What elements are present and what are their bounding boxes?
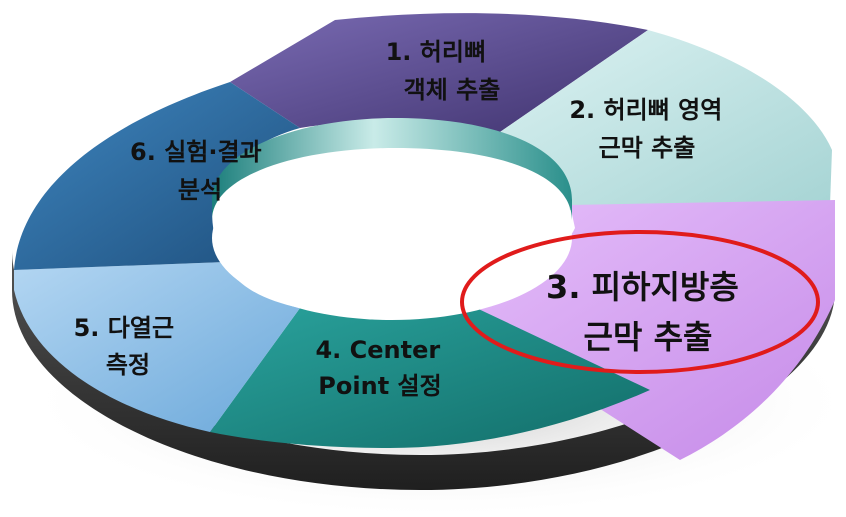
step2-line2: 근막 추출 [599, 134, 696, 162]
step5-line1: 5. 다열근 [74, 314, 174, 342]
segment-step6 [14, 82, 300, 270]
ring-inner-wall [212, 118, 572, 220]
step4-label: 4. Center Point 설정 [315, 336, 448, 400]
segment-step3 [430, 200, 835, 460]
step1-line2: 객체 추출 [404, 76, 501, 104]
step5-label: 5. 다열근 측정 [74, 314, 183, 379]
step6-line1: 6. 실험·결과 [130, 138, 262, 166]
segment-step2 [500, 30, 832, 210]
segment-step1 [230, 13, 648, 132]
highlight-ellipse [460, 230, 820, 374]
ring-hole [212, 156, 572, 320]
segment-step4 [210, 305, 650, 448]
step3-line1: 3. 피하지방층 [546, 268, 739, 306]
step6-line2: 분석 [178, 176, 222, 204]
step4-line2: Point 설정 [318, 372, 441, 400]
step4-line1: 4. Center [315, 336, 440, 364]
step3-label: 3. 피하지방층 근막 추출 [546, 268, 750, 356]
step5-line2: 측정 [106, 351, 150, 379]
segment-step5 [14, 262, 300, 432]
step3-line2: 근막 추출 [584, 318, 713, 356]
step2-label: 2. 허리뼈 영역 근막 추출 [569, 96, 730, 162]
step6-label: 6. 실험·결과 분석 [130, 138, 270, 204]
step2-line1: 2. 허리뼈 영역 [569, 96, 722, 124]
step1-label: 1. 허리뼈 객체 추출 [386, 38, 501, 104]
step1-line1: 1. 허리뼈 [386, 38, 486, 66]
